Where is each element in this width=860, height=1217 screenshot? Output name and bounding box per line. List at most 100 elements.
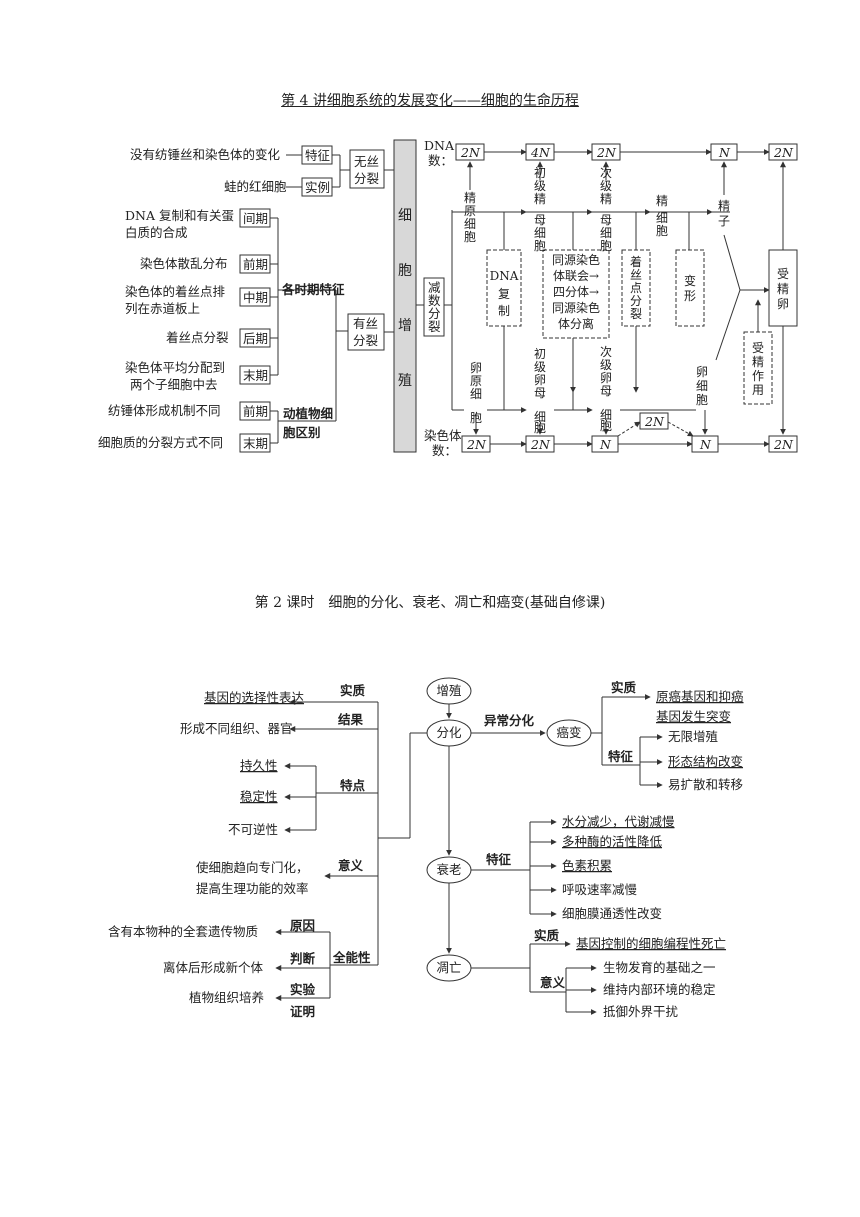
meiosis-1: 减 <box>428 280 441 295</box>
zengzhi-node: 增殖 <box>436 683 461 698</box>
svg-text:卵: 卵 <box>696 365 708 379</box>
apop-meaning: 维持内部环境的稳定 <box>603 982 716 997</box>
apop-shizhi-label: 实质 <box>534 928 560 943</box>
svg-text:细: 细 <box>600 408 612 422</box>
primary-oocyte-label: 初 级 卵 母 细 胞 <box>534 347 546 435</box>
amitosis-2: 分裂 <box>354 171 379 186</box>
aging-feature: 呼吸速率减慢 <box>562 882 638 897</box>
bukeni: 不可逆性 <box>228 822 278 837</box>
stage-features: 各时期特征 <box>281 282 345 297</box>
moqi-box: 末期 <box>243 368 268 383</box>
meiosis-4: 裂 <box>428 319 441 334</box>
svg-text:精: 精 <box>534 192 546 206</box>
diaowang-node: 凋亡 <box>436 960 461 975</box>
svg-text:精: 精 <box>777 282 789 296</box>
svg-text:精: 精 <box>600 192 612 206</box>
chrom-label-2: 数： <box>432 443 457 458</box>
jianqi-desc-1: DNA 复制和有关蛋 <box>125 208 234 223</box>
cancer-tezheng-label: 特征 <box>608 749 634 764</box>
mitosis-1: 有丝 <box>353 316 378 331</box>
meaning-line-1: 使细胞趋向专门化， <box>196 860 309 875</box>
chrom-label-1: 染色体 <box>424 428 462 443</box>
transform-box: 变 形 <box>684 273 696 303</box>
plant-animal-diff-2: 胞区别 <box>283 425 321 440</box>
dna-label-2: 数： <box>428 153 453 168</box>
chrom-value: N <box>699 437 712 452</box>
svg-text:卵: 卵 <box>600 371 612 385</box>
cyto-diff: 细胞质的分裂方式不同 <box>98 435 223 450</box>
svg-text:变: 变 <box>684 273 696 288</box>
moqi-desc-1: 染色体平均分配到 <box>125 360 225 375</box>
proliferation-3: 增 <box>398 318 412 334</box>
mitosis-2: 分裂 <box>353 333 378 348</box>
meaning-line-2: 提高生理功能的效率 <box>196 881 309 896</box>
zhongqi-desc-1: 染色体的着丝点排 <box>125 284 226 299</box>
svg-text:点: 点 <box>630 281 642 295</box>
svg-text:初: 初 <box>534 347 546 361</box>
svg-text:受: 受 <box>777 267 789 281</box>
differentiation-diagram <box>275 677 663 1015</box>
lesson-title: 第 2 课时 细胞的分化、衰老、凋亡和癌变(基础自修课) <box>254 595 606 611</box>
svg-text:胞: 胞 <box>696 393 708 407</box>
aging-feature: 色素积累 <box>562 858 612 873</box>
secondary-spermatocyte-label: 次 级 精 母 细 胞 <box>600 166 612 253</box>
svg-text:卵: 卵 <box>470 361 482 375</box>
label-panduan: 判断 <box>290 951 316 966</box>
svg-text:卵: 卵 <box>777 297 789 311</box>
page-title: 第 4 讲细胞系统的发展变化——细胞的生命历程 <box>281 93 579 109</box>
shuailao-node: 衰老 <box>436 862 461 877</box>
spermatid-label: 精 细 胞 <box>656 194 668 238</box>
svg-text:细: 细 <box>464 217 476 231</box>
houqi-box: 后期 <box>243 331 268 346</box>
svg-text:用: 用 <box>752 383 764 397</box>
svg-text:裂: 裂 <box>630 307 642 321</box>
primary-spermatocyte-label: 初 级 精 母 细 胞 <box>534 166 546 253</box>
zhongqi-box: 中期 <box>243 290 268 305</box>
svg-text:细: 细 <box>696 379 708 393</box>
dna-value: 4N <box>530 145 551 160</box>
svg-text:受: 受 <box>752 341 764 355</box>
shiyan-text: 植物组织培养 <box>189 990 264 1005</box>
chrom-value: 2N <box>773 437 794 452</box>
dna-replication-box: DNA 复 制 <box>490 269 519 318</box>
synapsis-box: 同源染色 体联会→ 四分体→ 同源染色 体分离 <box>552 252 600 331</box>
svg-text:母: 母 <box>534 213 546 227</box>
svg-text:复: 复 <box>498 287 510 301</box>
moqi-desc-2: 两个子细胞中去 <box>130 377 218 392</box>
proliferation-2: 胞 <box>398 263 412 279</box>
houqi-desc: 着丝点分裂 <box>166 330 229 345</box>
svg-text:级: 级 <box>600 179 612 193</box>
svg-text:胞: 胞 <box>600 239 612 253</box>
svg-text:作: 作 <box>752 369 764 383</box>
yuanyin-text: 含有本物种的全套遗传物质 <box>108 924 258 939</box>
zygote-box: 受 精 卵 <box>777 267 789 311</box>
dna-value: 2N <box>773 145 794 160</box>
svg-text:胞: 胞 <box>470 411 482 425</box>
svg-text:原: 原 <box>470 374 482 388</box>
qianqi-box-2: 前期 <box>243 404 268 419</box>
svg-text:子: 子 <box>718 214 730 228</box>
chrom-value: 2N <box>466 437 487 452</box>
moqi-box-2: 末期 <box>243 436 268 451</box>
aibian-node: 癌变 <box>556 725 581 740</box>
dna-value: 2N <box>596 145 617 160</box>
svg-text:胞: 胞 <box>464 230 476 244</box>
plant-animal-diff-1: 动植物细 <box>283 406 333 421</box>
proliferation-1: 细 <box>398 208 412 224</box>
svg-text:母: 母 <box>600 213 612 227</box>
svg-text:胞: 胞 <box>656 224 668 238</box>
apop-yiyi-label: 意义 <box>540 975 566 990</box>
cancer-feature: 无限增殖 <box>668 729 718 744</box>
sperm-label: 精 子 <box>718 199 730 228</box>
svg-text:着: 着 <box>630 254 642 269</box>
proliferation-diagram <box>239 139 798 453</box>
svg-text:初: 初 <box>534 166 546 180</box>
svg-text:原: 原 <box>464 204 476 218</box>
label-tedian: 特点 <box>340 778 366 793</box>
aging-feature: 细胞膜通透性改变 <box>562 906 662 921</box>
qianqi-box: 前期 <box>243 257 268 272</box>
spermatogonium-label: 精 原 细 胞 <box>464 191 476 244</box>
cancer-feature: 易扩散和转移 <box>668 777 743 792</box>
no-spindle-text: 没有纺锤丝和染色体的变化 <box>130 147 281 162</box>
svg-text:细: 细 <box>470 387 482 401</box>
